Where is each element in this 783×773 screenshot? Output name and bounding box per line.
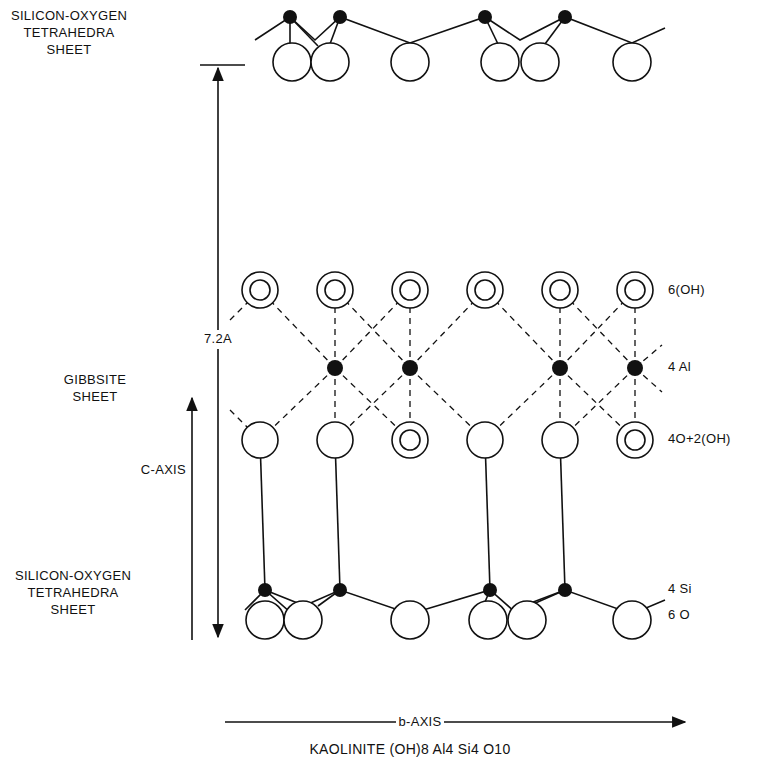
sheet-label: SILICON-OXYGEN TETRAHEDRA SHEET: [4, 8, 134, 59]
row-label: 6(OH): [668, 282, 705, 299]
row-label: 4 Si: [668, 581, 692, 598]
row-label: 4O+2(OH): [668, 431, 731, 448]
row-label: 6 O: [668, 607, 690, 624]
caption: KAOLINITE (OH)8 Al4 Si4 O10: [309, 740, 510, 758]
sheet-label: SILICON-OXYGEN TETRAHEDRA SHEET: [8, 568, 138, 619]
axis-label: b-AXIS: [396, 713, 445, 732]
row-label: 4 Al: [668, 359, 691, 376]
dimension-label: 7.2A: [201, 330, 235, 349]
sheet-label: GIBBSITE SHEET: [40, 372, 150, 406]
axis-label: C-AXIS: [120, 462, 186, 479]
